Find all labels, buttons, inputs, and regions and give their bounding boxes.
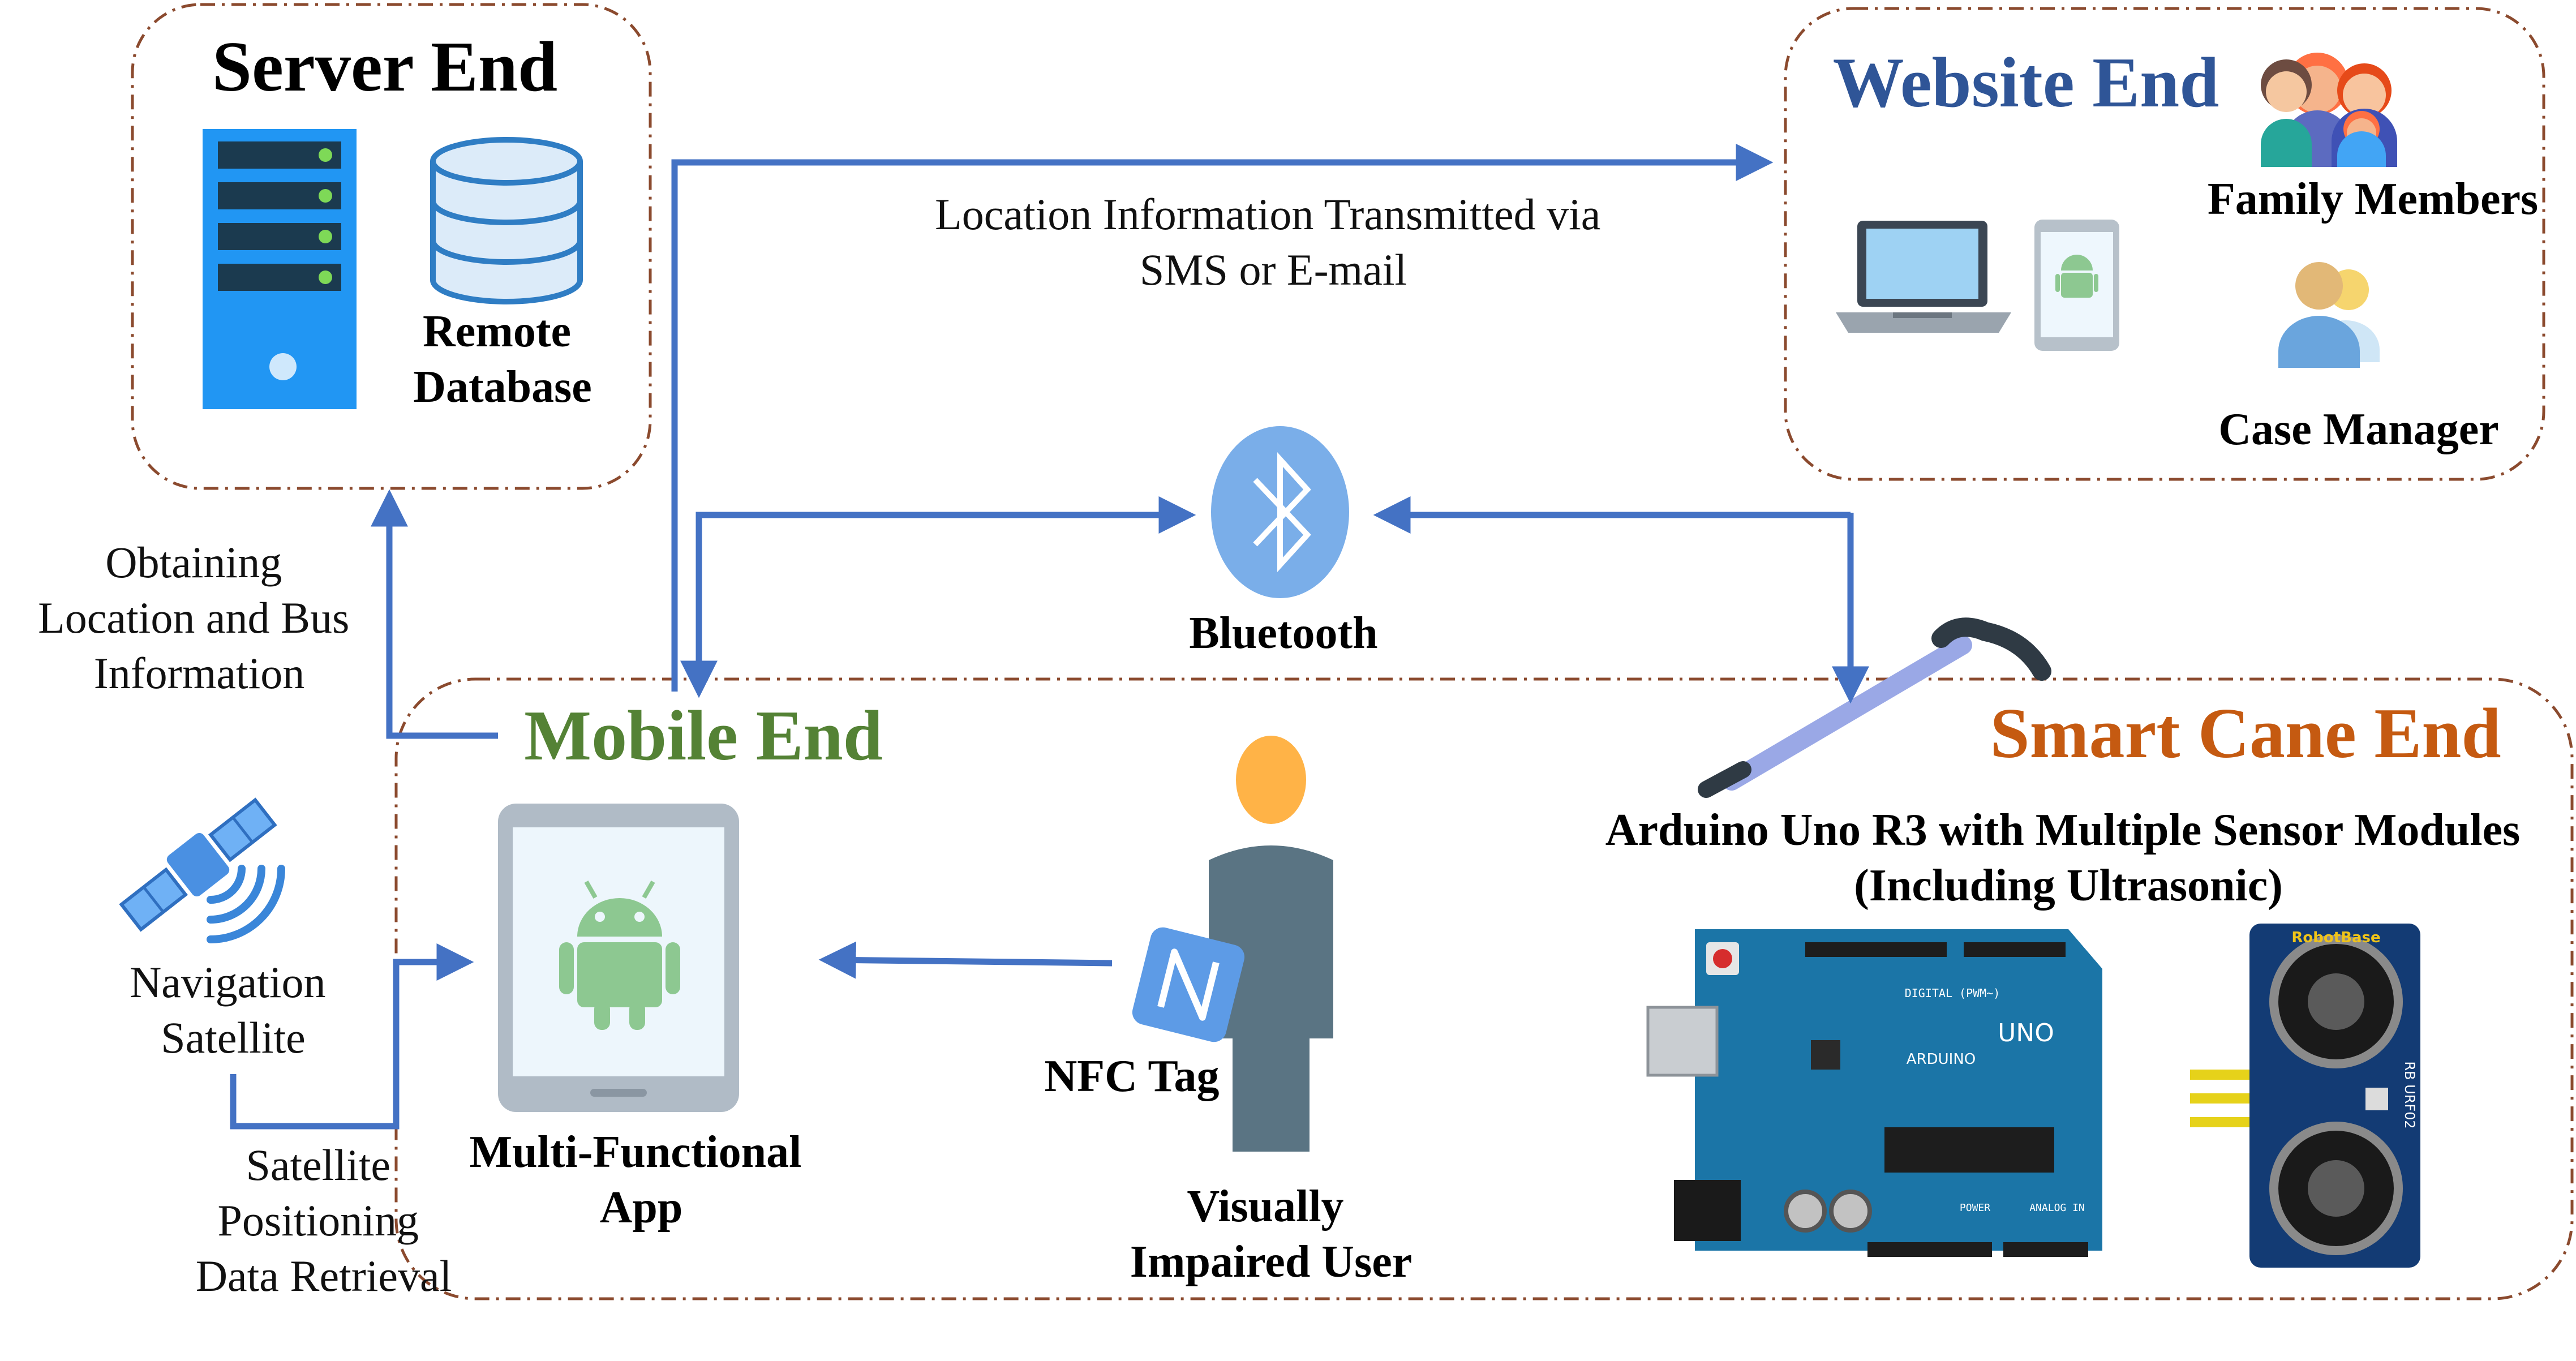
mobile-to-server-arrow [371,489,498,739]
database-icon [430,137,583,304]
nfc-to-app-arrow [818,941,1113,979]
website-end-title: Website End [1833,44,2219,122]
satellite-signal-icon [207,865,285,943]
arduino-uno-mark: UNO [1998,1019,2054,1047]
sensor-brand-mark: RobotBase [2291,929,2380,946]
server-icon [203,129,357,409]
satellite-icon [119,797,277,932]
satellite-data-retrieval-label: Satellite Positioning Data Retrieval [196,1140,452,1300]
bluetooth-label: Bluetooth [1189,608,1377,658]
cane-icon [1698,617,2051,798]
family-icon [2261,53,2397,167]
satellite-to-app-arrow [230,943,474,1130]
obtain-location-label: Obtaining Location and Bus Information [38,538,360,698]
bluetooth-to-mobile-arrow [680,512,1188,698]
mobile-cane-region [394,677,2574,1300]
smart-cane-end-title: Smart Cane End [1990,694,2501,773]
mobile-to-website-arrow [671,144,1774,692]
arduino-analog-mark: ANALOG IN [2029,1202,2085,1214]
transmission-label: Location Information Transmitted via SMS… [935,190,1612,294]
phone-icon [2034,220,2119,351]
sensor-model-mark: RB URF02 [2402,1061,2418,1128]
arduino-brand-mark: ARDUINO [1907,1051,1976,1068]
remote-database-label: Remote Database [413,307,592,412]
nfc-tag-label: NFC Tag [1045,1051,1220,1101]
server-end-region [131,3,652,490]
navigation-satellite-label: Navigation Satellite [130,958,337,1062]
case-manager-label: Case Manager [2218,405,2498,454]
server-end-title: Server End [212,28,557,106]
case-manager-icon [2278,262,2380,368]
bluetooth-icon [1211,426,1349,598]
visually-impaired-user-label: Visually Impaired User [1130,1182,1412,1287]
arduino-power-mark: POWER [1960,1202,1990,1214]
arduino-digital-mark: DIGITAL (PWM~) [1905,986,2000,1000]
arduino-board-icon: DIGITAL (PWM~) UNO ARDUINO POWER ANALOG … [1646,929,2102,1257]
app-label: Multi-Functional App [470,1127,813,1233]
family-members-label: Family Members [2208,174,2538,224]
android-icon [559,881,680,1030]
website-end-region [1784,7,2545,481]
user-silhouette-icon [1209,736,1333,1152]
arduino-hardware-label: Arduino Uno R3 with Multiple Sensor Modu… [1605,805,2532,911]
laptop-icon [1836,221,2011,333]
nfc-tag-icon [1132,927,1245,1042]
mobile-end-title: Mobile End [524,697,883,775]
ultrasonic-sensor-icon: RobotBase RB URF02 [2190,924,2420,1268]
